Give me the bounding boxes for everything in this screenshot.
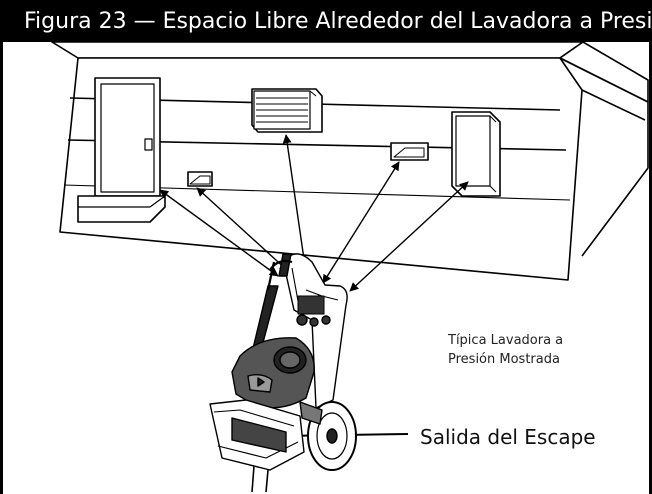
house-roof: [51, 42, 584, 59]
door-step: [77, 195, 166, 223]
washer-engine: [231, 337, 315, 409]
house-side-wall: [559, 57, 649, 257]
arrow-window: [349, 181, 469, 292]
caption-line-2: Presión Mostrada: [448, 352, 560, 367]
window: [451, 111, 501, 197]
left-vent: [187, 171, 213, 187]
house: [51, 42, 649, 281]
frame-left-border: [0, 42, 3, 494]
frame-right-border: [649, 42, 652, 494]
exhaust-label: Salida del Escape: [420, 425, 596, 449]
door: [77, 77, 166, 223]
arrow-top-vent: [282, 134, 309, 267]
top-vent: [251, 88, 323, 133]
washer-caption: Típica Lavadora a Presión Mostrada: [448, 331, 598, 369]
figure-title-bar: Figura 23 — Espacio Libre Alrededor del …: [0, 0, 652, 42]
pressure-washer: [209, 253, 357, 493]
clearance-illustration: [51, 42, 649, 493]
right-vent: [390, 142, 429, 161]
figure-title: Figura 23 — Espacio Libre Alrededor del …: [24, 8, 652, 34]
arrow-left-vent: [196, 187, 289, 272]
caption-line-1: Típica Lavadora a: [448, 333, 564, 348]
